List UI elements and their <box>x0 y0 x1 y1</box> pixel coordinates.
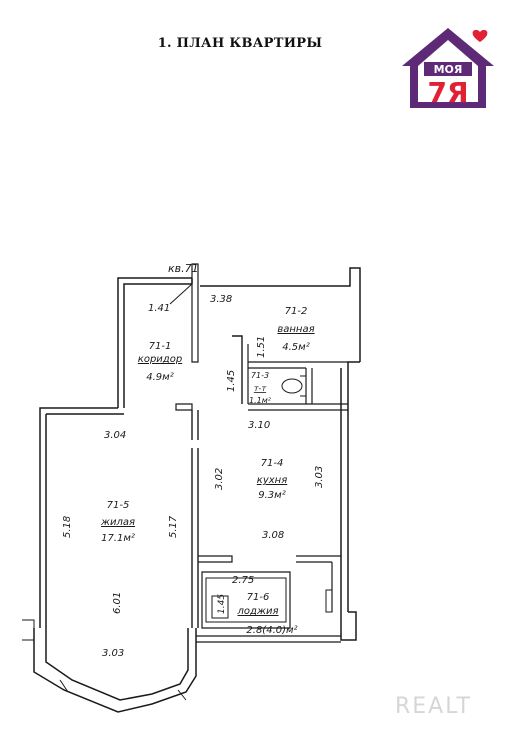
dim-label: 1.45 <box>226 370 237 392</box>
dim-label: 3.08 <box>262 530 284 541</box>
dim-label: 3.38 <box>210 294 232 305</box>
dim-label: 3.10 <box>248 420 270 431</box>
dim-label: 3.02 <box>214 468 225 490</box>
logo-text-main: 7Я <box>427 76 468 109</box>
dim-label: 1.51 <box>256 336 267 358</box>
dim-label: 1.45 <box>217 594 227 614</box>
room-name-corridor: коридор <box>138 354 182 365</box>
walls <box>22 263 361 713</box>
room-code-71-2: 71-2 <box>285 306 308 317</box>
dim-label: 3.04 <box>104 430 126 441</box>
room-area-kitchen: 9.3м² <box>258 490 285 501</box>
room-name-wc: т-т <box>254 384 267 393</box>
room-area-bathroom: 4.5м² <box>282 342 309 353</box>
dim-label: 3.03 <box>314 466 325 488</box>
room-name-kitchen: кухня <box>257 475 287 486</box>
room-code-71-4: 71-4 <box>261 458 284 469</box>
room-code-71-1: 71-1 <box>149 341 172 352</box>
apartment-label: кв.71 <box>168 262 199 275</box>
room-code-71-5: 71-5 <box>107 500 130 511</box>
dim-label: 5.18 <box>62 516 73 538</box>
room-area-living: 17.1м² <box>101 533 135 544</box>
logo: МОЯ 7Я <box>402 28 494 109</box>
room-area-corridor: 4.9м² <box>146 372 173 383</box>
dim-label: 5.17 <box>168 515 179 538</box>
dim-label: 1.41 <box>148 303 170 314</box>
room-code-71-6: 71-6 <box>247 592 270 603</box>
room-code-71-3: 71-3 <box>251 371 269 380</box>
room-name-living: жилая <box>100 517 135 528</box>
room-area-loggia: 2.8(4.0)м² <box>246 625 297 636</box>
room-name-bathroom: ванная <box>277 324 314 335</box>
dim-label: 3.03 <box>102 648 124 659</box>
room-area-wc: 1.1м² <box>249 396 272 405</box>
watermark: REALT <box>395 694 472 719</box>
dim-label: 2.75 <box>232 575 254 586</box>
logo-text-top: МОЯ <box>434 63 463 76</box>
dim-label: 6.01 <box>112 592 123 614</box>
plan-title: 1. ПЛАН КВАРТИРЫ <box>157 36 323 51</box>
room-name-loggia: лоджия <box>237 606 279 617</box>
